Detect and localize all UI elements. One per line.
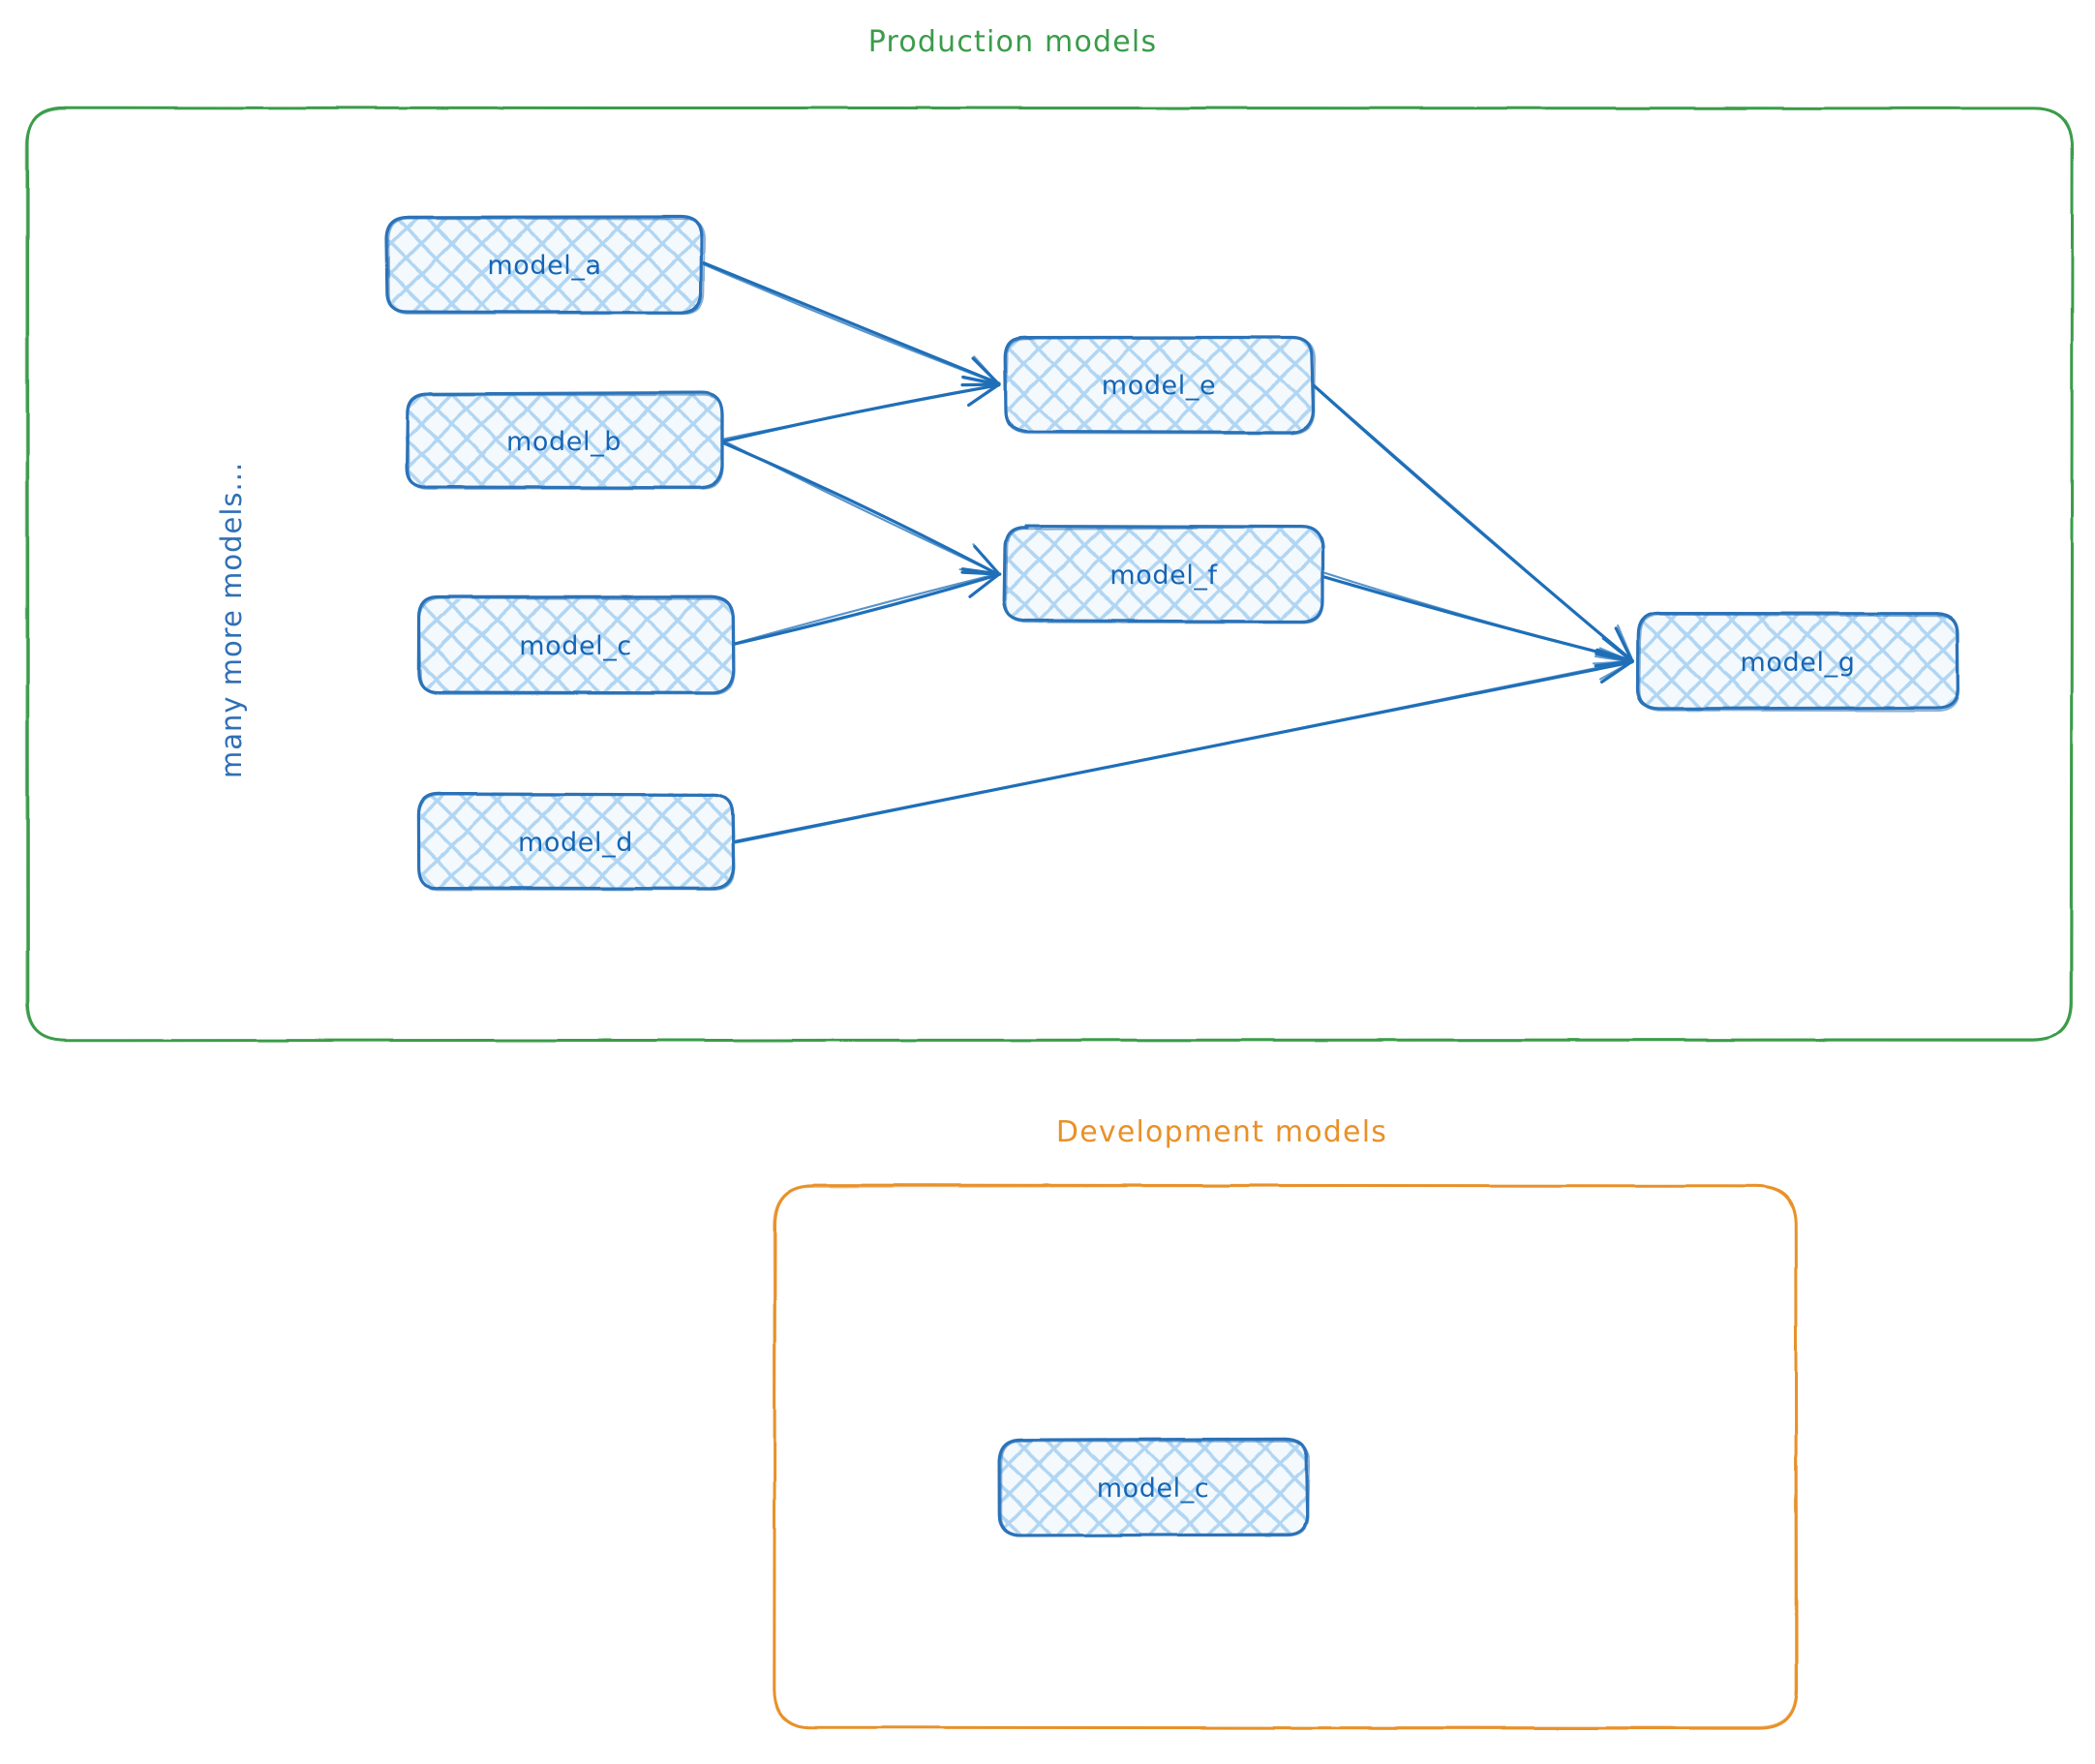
edge-model_f-to-model_g xyxy=(1319,571,1634,668)
node-model_d[interactable]: model_d xyxy=(416,792,736,891)
node-dev_model_c[interactable]: model_c xyxy=(997,1437,1311,1537)
node-label-dev_model_c: model_c xyxy=(1097,1474,1210,1504)
group-containers xyxy=(25,106,2075,1730)
node-label-model_d: model_d xyxy=(518,828,633,858)
group-container-development xyxy=(773,1183,1799,1730)
node-label-model_a: model_a xyxy=(487,251,601,281)
edge-model_b-to-model_f xyxy=(717,438,1001,577)
node-model_a[interactable]: model_a xyxy=(384,215,706,315)
edge-model_a-to-model_e xyxy=(701,261,1001,387)
node-model_b[interactable]: model_b xyxy=(405,390,724,490)
node-model_g[interactable]: model_g xyxy=(1635,611,1960,713)
node-label-model_g: model_g xyxy=(1741,648,1856,678)
edge-model_c-to-model_f xyxy=(729,567,1002,647)
node-model_f[interactable]: model_f xyxy=(1002,524,1325,624)
development-group-title: Development models xyxy=(1055,1115,1388,1149)
group-container-production xyxy=(25,106,2075,1043)
node-model_c[interactable]: model_c xyxy=(416,594,736,695)
node-label-model_c: model_c xyxy=(519,631,632,661)
edge-model_b-to-model_e xyxy=(717,375,1001,444)
node-label-model_e: model_e xyxy=(1102,371,1216,401)
node-label-model_f: model_f xyxy=(1109,561,1218,591)
edges xyxy=(701,261,1634,844)
node-model_e[interactable]: model_e xyxy=(1003,335,1316,435)
node-label-model_b: model_b xyxy=(506,427,622,457)
edge-model_d-to-model_g xyxy=(730,652,1634,844)
production-group-title: Production models xyxy=(867,25,1158,59)
nodes: model_a model_b model_c model_d model_emodel… xyxy=(384,215,1960,1537)
